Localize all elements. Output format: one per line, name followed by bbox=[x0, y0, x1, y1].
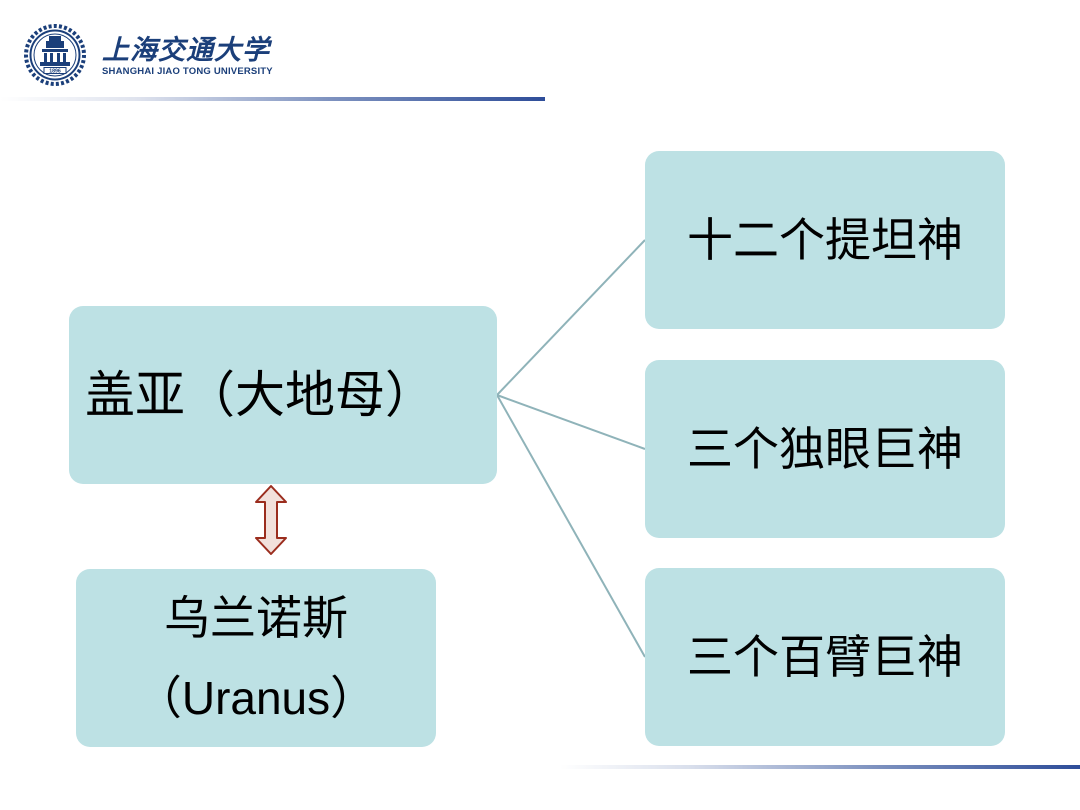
university-name-cn: 上海交通大学 bbox=[102, 35, 270, 66]
child-node-titans: 十二个提坦神 bbox=[645, 151, 1005, 329]
paren-open: （ bbox=[135, 671, 182, 725]
uranus-label-cn: 乌兰诺斯 bbox=[164, 591, 348, 645]
child-label-titans: 十二个提坦神 bbox=[687, 213, 963, 267]
gaia-label: 盖亚（大地母） bbox=[85, 366, 435, 424]
connector-to-hecatoncheires bbox=[496, 394, 646, 658]
connector-to-cyclopes bbox=[496, 394, 646, 450]
child-label-hecatoncheires: 三个百臂巨神 bbox=[687, 630, 963, 684]
university-name-en: SHANGHAI JIAO TONG UNIVERSITY bbox=[102, 66, 273, 77]
paren-close: ） bbox=[330, 671, 377, 725]
child-node-hecatoncheires: 三个百臂巨神 bbox=[645, 568, 1005, 746]
child-node-cyclopes: 三个独眼巨神 bbox=[645, 360, 1005, 538]
double-arrow-icon bbox=[255, 485, 287, 555]
footer-divider bbox=[560, 765, 1080, 769]
header-divider bbox=[0, 97, 545, 101]
seal-year: 1896 bbox=[49, 69, 61, 75]
child-label-cyclopes: 三个独眼巨神 bbox=[687, 422, 963, 476]
gaia-node: 盖亚（大地母） bbox=[69, 306, 497, 484]
connector-to-titans bbox=[496, 239, 646, 396]
uranus-label-latin: （Uranus） bbox=[136, 675, 376, 721]
uranus-latin-name: Uranus bbox=[181, 672, 331, 724]
university-seal-icon: 1896 bbox=[24, 24, 86, 86]
uranus-node: 乌兰诺斯 （Uranus） bbox=[76, 569, 436, 747]
